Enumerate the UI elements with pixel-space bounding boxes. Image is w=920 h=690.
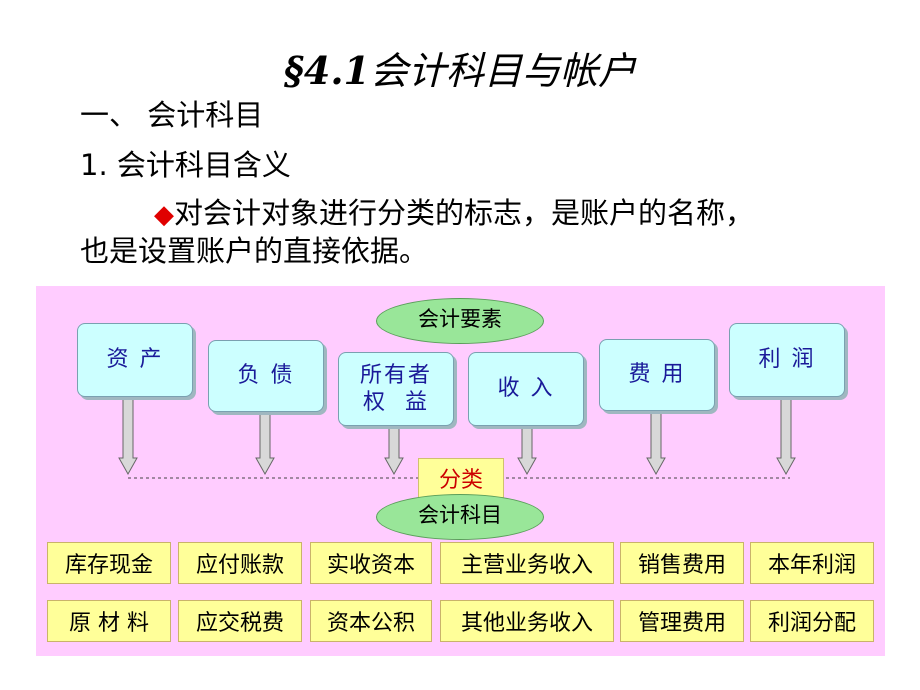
- element-liabilities: 负 债: [208, 340, 324, 412]
- accounting-elements-label: 会计要素: [418, 307, 502, 331]
- element-expenses: 费 用: [599, 339, 715, 411]
- down-arrow-icon: [646, 410, 666, 476]
- subject-accounts-payable: 应付账款: [178, 542, 302, 584]
- subject-main-revenue: 主营业务收入: [440, 542, 614, 584]
- heading-accounting-subjects: 一、 会计科目: [80, 98, 264, 132]
- down-arrow-icon: [776, 396, 796, 476]
- definition-line-2: 也是设置账户的直接依据。: [80, 234, 429, 268]
- accounting-subjects-label: 会计科目: [418, 503, 502, 527]
- slide-title: §4.1会计科目与帐户: [0, 40, 920, 95]
- accounting-elements-ellipse: 会计要素: [376, 298, 544, 344]
- title-text: 会计科目与帐户: [369, 49, 636, 93]
- subject-profit-distribution: 利润分配: [750, 600, 874, 642]
- subject-capital-reserve: 资本公积: [310, 600, 432, 642]
- heading-definition: 1. 会计科目含义: [80, 148, 291, 182]
- subject-current-profit: 本年利润: [750, 542, 874, 584]
- down-arrow-icon: [384, 425, 404, 476]
- element-equity: 所有者 权 益: [338, 352, 454, 426]
- accounting-subjects-ellipse: 会计科目: [376, 494, 544, 540]
- subject-selling-expenses: 销售费用: [620, 542, 744, 584]
- definition-line-1: ◆对会计对象进行分类的标志，是账户的名称，: [154, 190, 754, 232]
- element-assets: 资 产: [77, 323, 193, 397]
- subject-admin-expenses: 管理费用: [620, 600, 744, 642]
- subject-other-revenue: 其他业务收入: [440, 600, 614, 642]
- down-arrow-icon: [517, 425, 537, 476]
- element-profit: 利 润: [729, 323, 845, 397]
- subject-taxes-payable: 应交税费: [178, 600, 302, 642]
- section-number: §4.1: [284, 48, 370, 93]
- down-arrow-icon: [255, 411, 275, 476]
- subject-cash: 库存现金: [47, 542, 171, 584]
- definition-text-1: 对会计对象进行分类的标志，是账户的名称，: [174, 196, 755, 230]
- element-revenue: 收 入: [468, 352, 584, 426]
- classify-label: 分类: [418, 458, 504, 498]
- diamond-bullet-icon: ◆: [154, 200, 174, 230]
- down-arrow-icon: [118, 396, 138, 476]
- subject-paid-in-capital: 实收资本: [310, 542, 432, 584]
- subject-raw-materials: 原 材 料: [47, 600, 171, 642]
